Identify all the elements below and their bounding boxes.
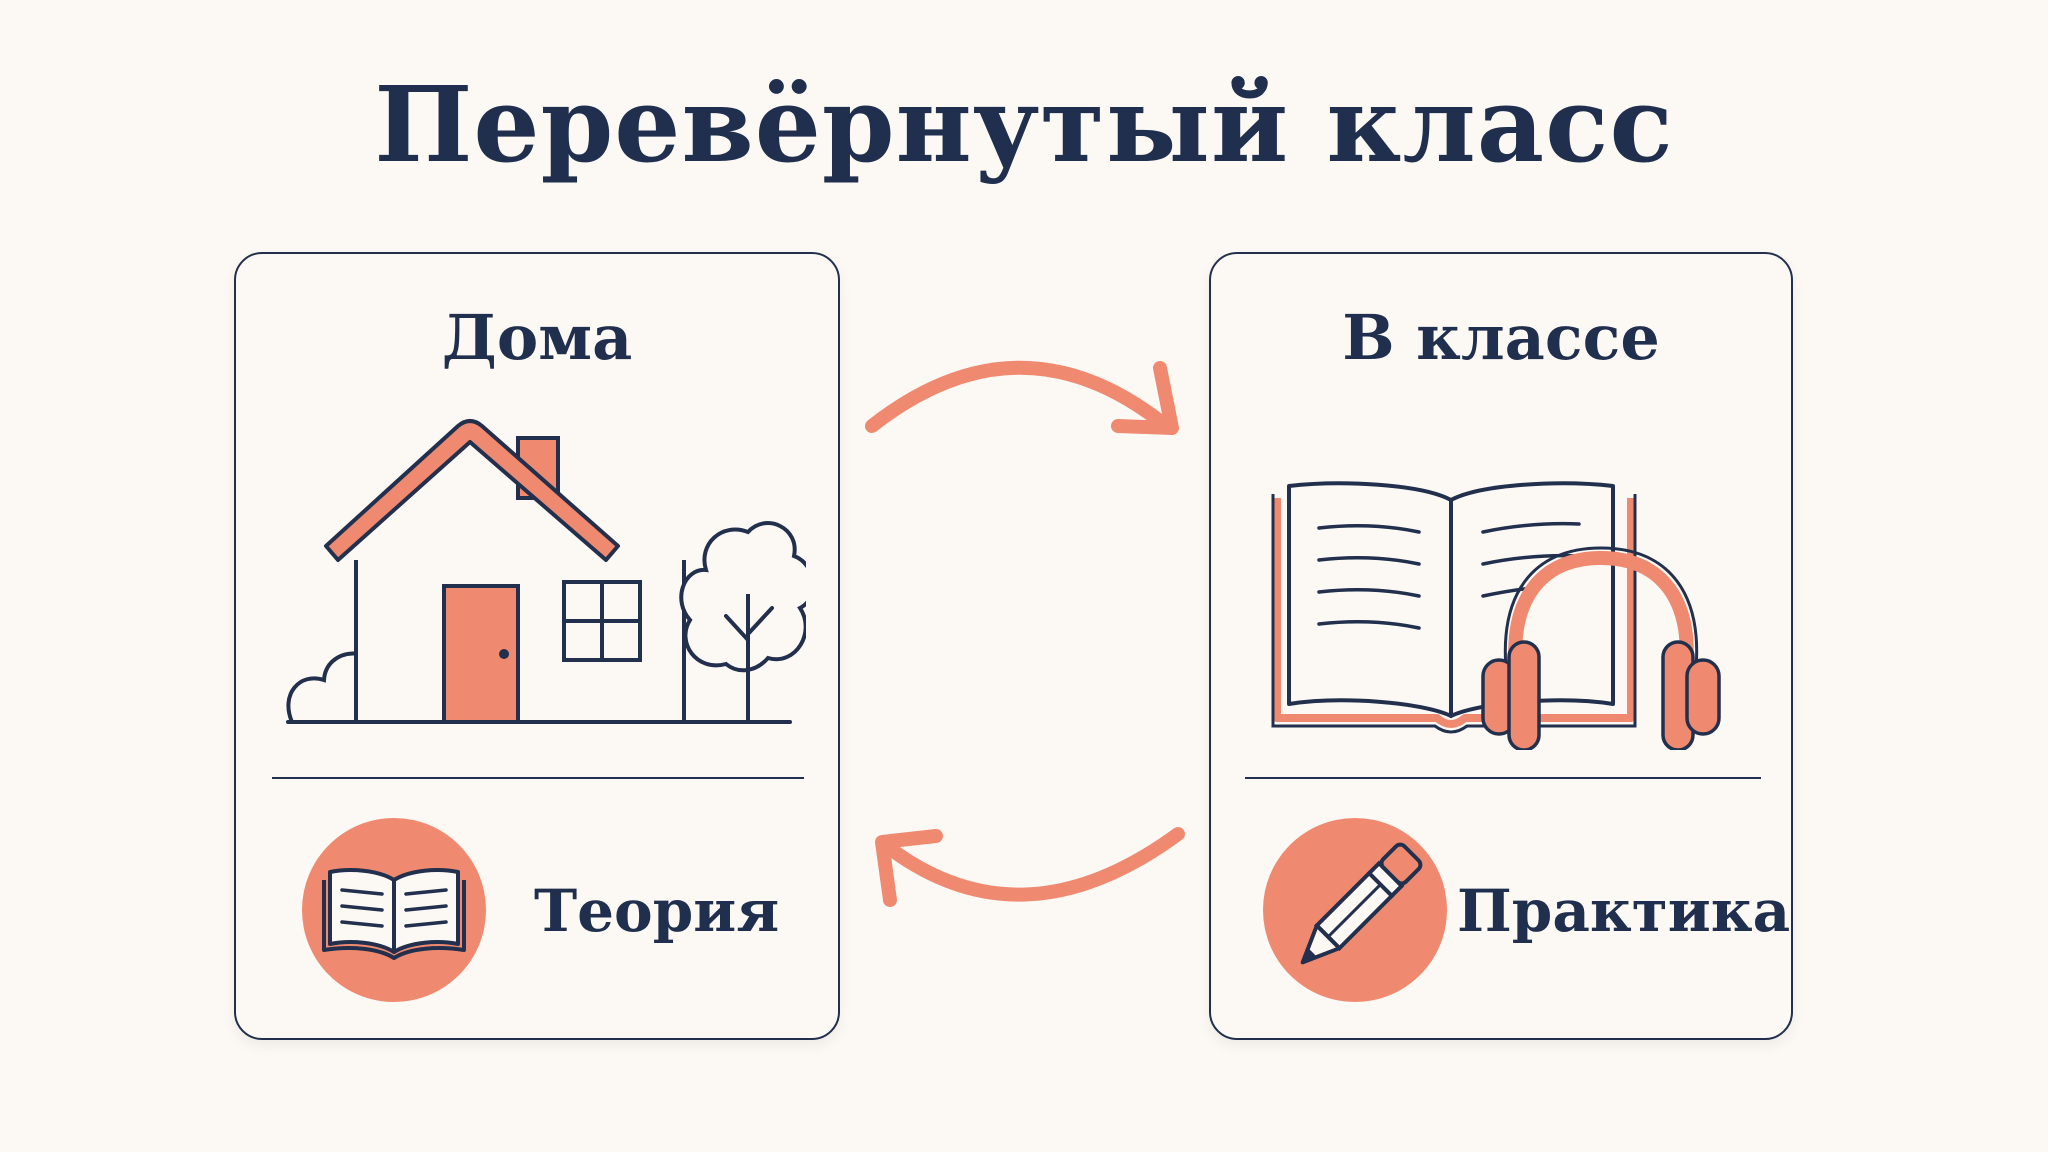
arrow-right-icon [865, 360, 1179, 435]
class-card-divider [1245, 777, 1761, 779]
class-card-heading: В классе [1342, 301, 1660, 374]
pencil-icon [1300, 842, 1423, 965]
class-card: В классе [1209, 252, 1793, 1040]
home-card: Дома [234, 252, 840, 1040]
home-card-divider [272, 777, 804, 779]
house-icon [286, 419, 806, 724]
theory-badge [302, 818, 486, 1002]
theory-label: Теория [534, 877, 780, 945]
practice-label: Практика [1457, 877, 1791, 945]
arrow-left-icon [875, 827, 1185, 907]
home-card-heading: Дома [441, 301, 633, 374]
page-title: Перевёрнутый класс [374, 63, 1674, 186]
practice-badge [1263, 818, 1447, 1002]
book-with-headphones-icon [1271, 481, 1721, 750]
open-book-icon [322, 868, 466, 960]
